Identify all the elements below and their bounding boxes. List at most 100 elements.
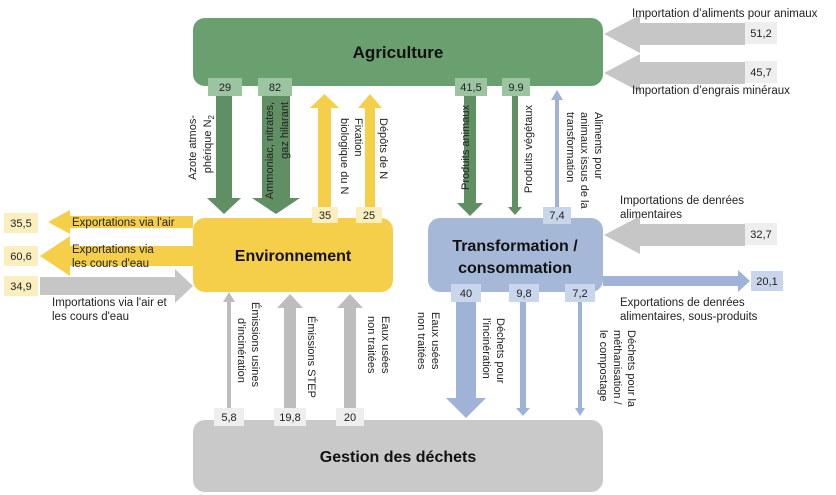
waste-box	[193, 420, 603, 492]
untreated-to-env-value: 20	[344, 412, 356, 424]
agri-n2-arrow	[207, 86, 241, 214]
untreated-to-env-label-line1: Eaux usées	[379, 316, 391, 374]
export-food-label-1: Exportations de denrées	[620, 297, 745, 309]
import-fertilizer-value: 45,7	[750, 67, 771, 79]
waste-incineration-label-1: Déchets pour	[494, 318, 506, 384]
animal-products-label: Produits animaux	[460, 105, 472, 190]
untreated-to-env-arrow	[337, 294, 363, 412]
feed-processing-label-line3: transformation	[564, 112, 576, 182]
waste-incineration-badge	[509, 284, 539, 302]
export-water-label-1: Exportations via	[72, 244, 154, 256]
waste-methanisation-label-line2-text: méthanisation /	[611, 330, 623, 406]
import-feed-arrow	[604, 15, 745, 53]
plant-products-arrow	[508, 86, 522, 215]
import-food-label-2: alimentaires	[620, 209, 682, 221]
animal-products-value: 41,5	[460, 82, 481, 94]
waste-incineration-label-line2: l'incinération	[480, 318, 492, 379]
waste-methanisation-label-line2: méthanisation /	[611, 330, 623, 406]
incineration-emissions-arrow	[223, 292, 235, 412]
waste-incineration-label-2: l'incinération	[480, 318, 492, 379]
agriculture-box	[193, 18, 603, 86]
fixation-label-2: biologique du N	[338, 118, 350, 195]
waste-methanisation-label-line3: le compostage	[597, 330, 609, 402]
agri-ammonia-arrow	[252, 86, 300, 214]
import-air-water-arrow	[40, 269, 193, 303]
agri-n2-label-line2: phérique N	[202, 119, 214, 173]
waste-methanisation-label-line3-text: le compostage	[597, 330, 609, 402]
waste-methanisation-label-line1-text: Déchets pour la	[625, 330, 637, 408]
incineration-emissions-badge	[214, 408, 244, 426]
import-food-label-1: Importations de denrées	[620, 195, 744, 207]
export-food-value: 20,1	[756, 276, 777, 288]
agri-ammonia-label-line2: gaz hilarant	[279, 102, 291, 159]
export-food-arrow	[603, 270, 750, 292]
deposits-arrow	[358, 94, 382, 218]
feed-processing-label-line1: Aliments pour	[592, 112, 604, 180]
untreated-to-env-label-2: non traitées	[365, 316, 377, 374]
untreated-to-env-badge	[336, 408, 364, 426]
transformation-title-line1: Transformation /	[452, 238, 578, 255]
incineration-emissions-value: 5,8	[221, 412, 236, 424]
agri-n2-label-2: phérique N2	[202, 114, 216, 173]
untreated-to-waste-label-line2: non traitées	[415, 312, 427, 370]
plant-products-label-line1: Produits végétaux	[523, 105, 535, 194]
incineration-emissions-label-1: Émissions usines	[249, 302, 262, 387]
export-food-badge	[751, 271, 783, 291]
import-feed-label: Importation d’aliments pour animaux	[632, 8, 818, 20]
export-air-label: Exportations via l'air	[72, 217, 175, 229]
agri-n2-label-line1: Azote atmos-	[187, 115, 199, 180]
feed-processing-label-1: Aliments pour	[592, 112, 604, 180]
export-air-arrow	[48, 210, 193, 234]
fixation-arrow	[310, 94, 339, 218]
environment-title: Environnement	[235, 248, 352, 265]
export-water-value: 60,6	[10, 251, 31, 263]
deposits-value: 25	[363, 210, 375, 222]
fixation-badge	[312, 207, 338, 223]
agri-n2-label: Azote atmos-	[187, 115, 199, 180]
agri-ammonia-label: Ammoniac, nitrates,	[264, 102, 276, 199]
fixation-label-line1: Fixation	[352, 118, 364, 157]
import-air-water-badge	[4, 276, 38, 296]
feed-processing-label-line2: animaux issus de la	[578, 112, 590, 209]
agri-n2-badge	[208, 78, 242, 96]
agri-ammonia-label-line1: Ammoniac, nitrates,	[264, 102, 276, 199]
untreated-to-waste-label-line2-text: non traitées	[415, 312, 427, 370]
incineration-emissions-label-2: d’incinération	[235, 318, 247, 383]
wwtp-emissions-value: 19,8	[279, 412, 300, 424]
agri-ammonia-label-2: gaz hilarant	[279, 102, 291, 159]
waste-incineration-label-line1: Déchets pour	[494, 318, 506, 384]
incineration-emissions-label-line1: Émissions usines	[249, 302, 262, 387]
import-fertilizer-label: Importation d’engrais minéraux	[632, 85, 790, 97]
waste-incineration-arrow	[516, 292, 530, 416]
untreated-to-waste-label-line1: Eaux usées	[429, 312, 441, 370]
import-air-water-value: 34,9	[10, 281, 31, 293]
import-food-value: 32,7	[750, 229, 771, 241]
untreated-to-waste-label-1: Eaux usées	[429, 312, 441, 370]
export-water-label-2: les cours d'eau	[72, 258, 149, 270]
export-food-label-2: alimentaires, sous-produits	[620, 311, 758, 323]
untreated-to-waste-value: 40	[460, 288, 472, 300]
waste-title: Gestion des déchets	[320, 449, 477, 466]
fixation-value: 35	[319, 210, 331, 222]
waste-incineration-value: 9,8	[516, 288, 531, 300]
plant-products-badge	[502, 78, 530, 96]
import-feed-badge	[745, 22, 777, 44]
feed-processing-badge	[543, 207, 571, 224]
plant-products-label: Produits végétaux	[523, 105, 535, 194]
import-fertilizer-badge	[745, 61, 777, 83]
wwtp-emissions-label-line1: Émissions STEP	[305, 316, 318, 398]
agriculture-title: Agriculture	[353, 43, 444, 62]
agri-ammonia-value: 82	[269, 82, 281, 94]
animal-products-badge	[455, 78, 487, 96]
feed-processing-value: 7,4	[549, 210, 564, 222]
feed-processing-label-3: transformation	[564, 112, 576, 182]
incineration-emissions-label-line2: d’incinération	[235, 318, 247, 383]
fixation-label: Fixation	[352, 118, 364, 157]
untreated-to-waste-arrow	[446, 292, 486, 418]
feed-processing-arrow	[551, 90, 563, 210]
import-feed-value: 51,2	[750, 28, 771, 40]
transformation-title-line2: consommation	[458, 260, 572, 277]
wwtp-emissions-badge	[274, 408, 306, 426]
import-air-water-label-1: Importations via l'air et	[52, 297, 167, 309]
